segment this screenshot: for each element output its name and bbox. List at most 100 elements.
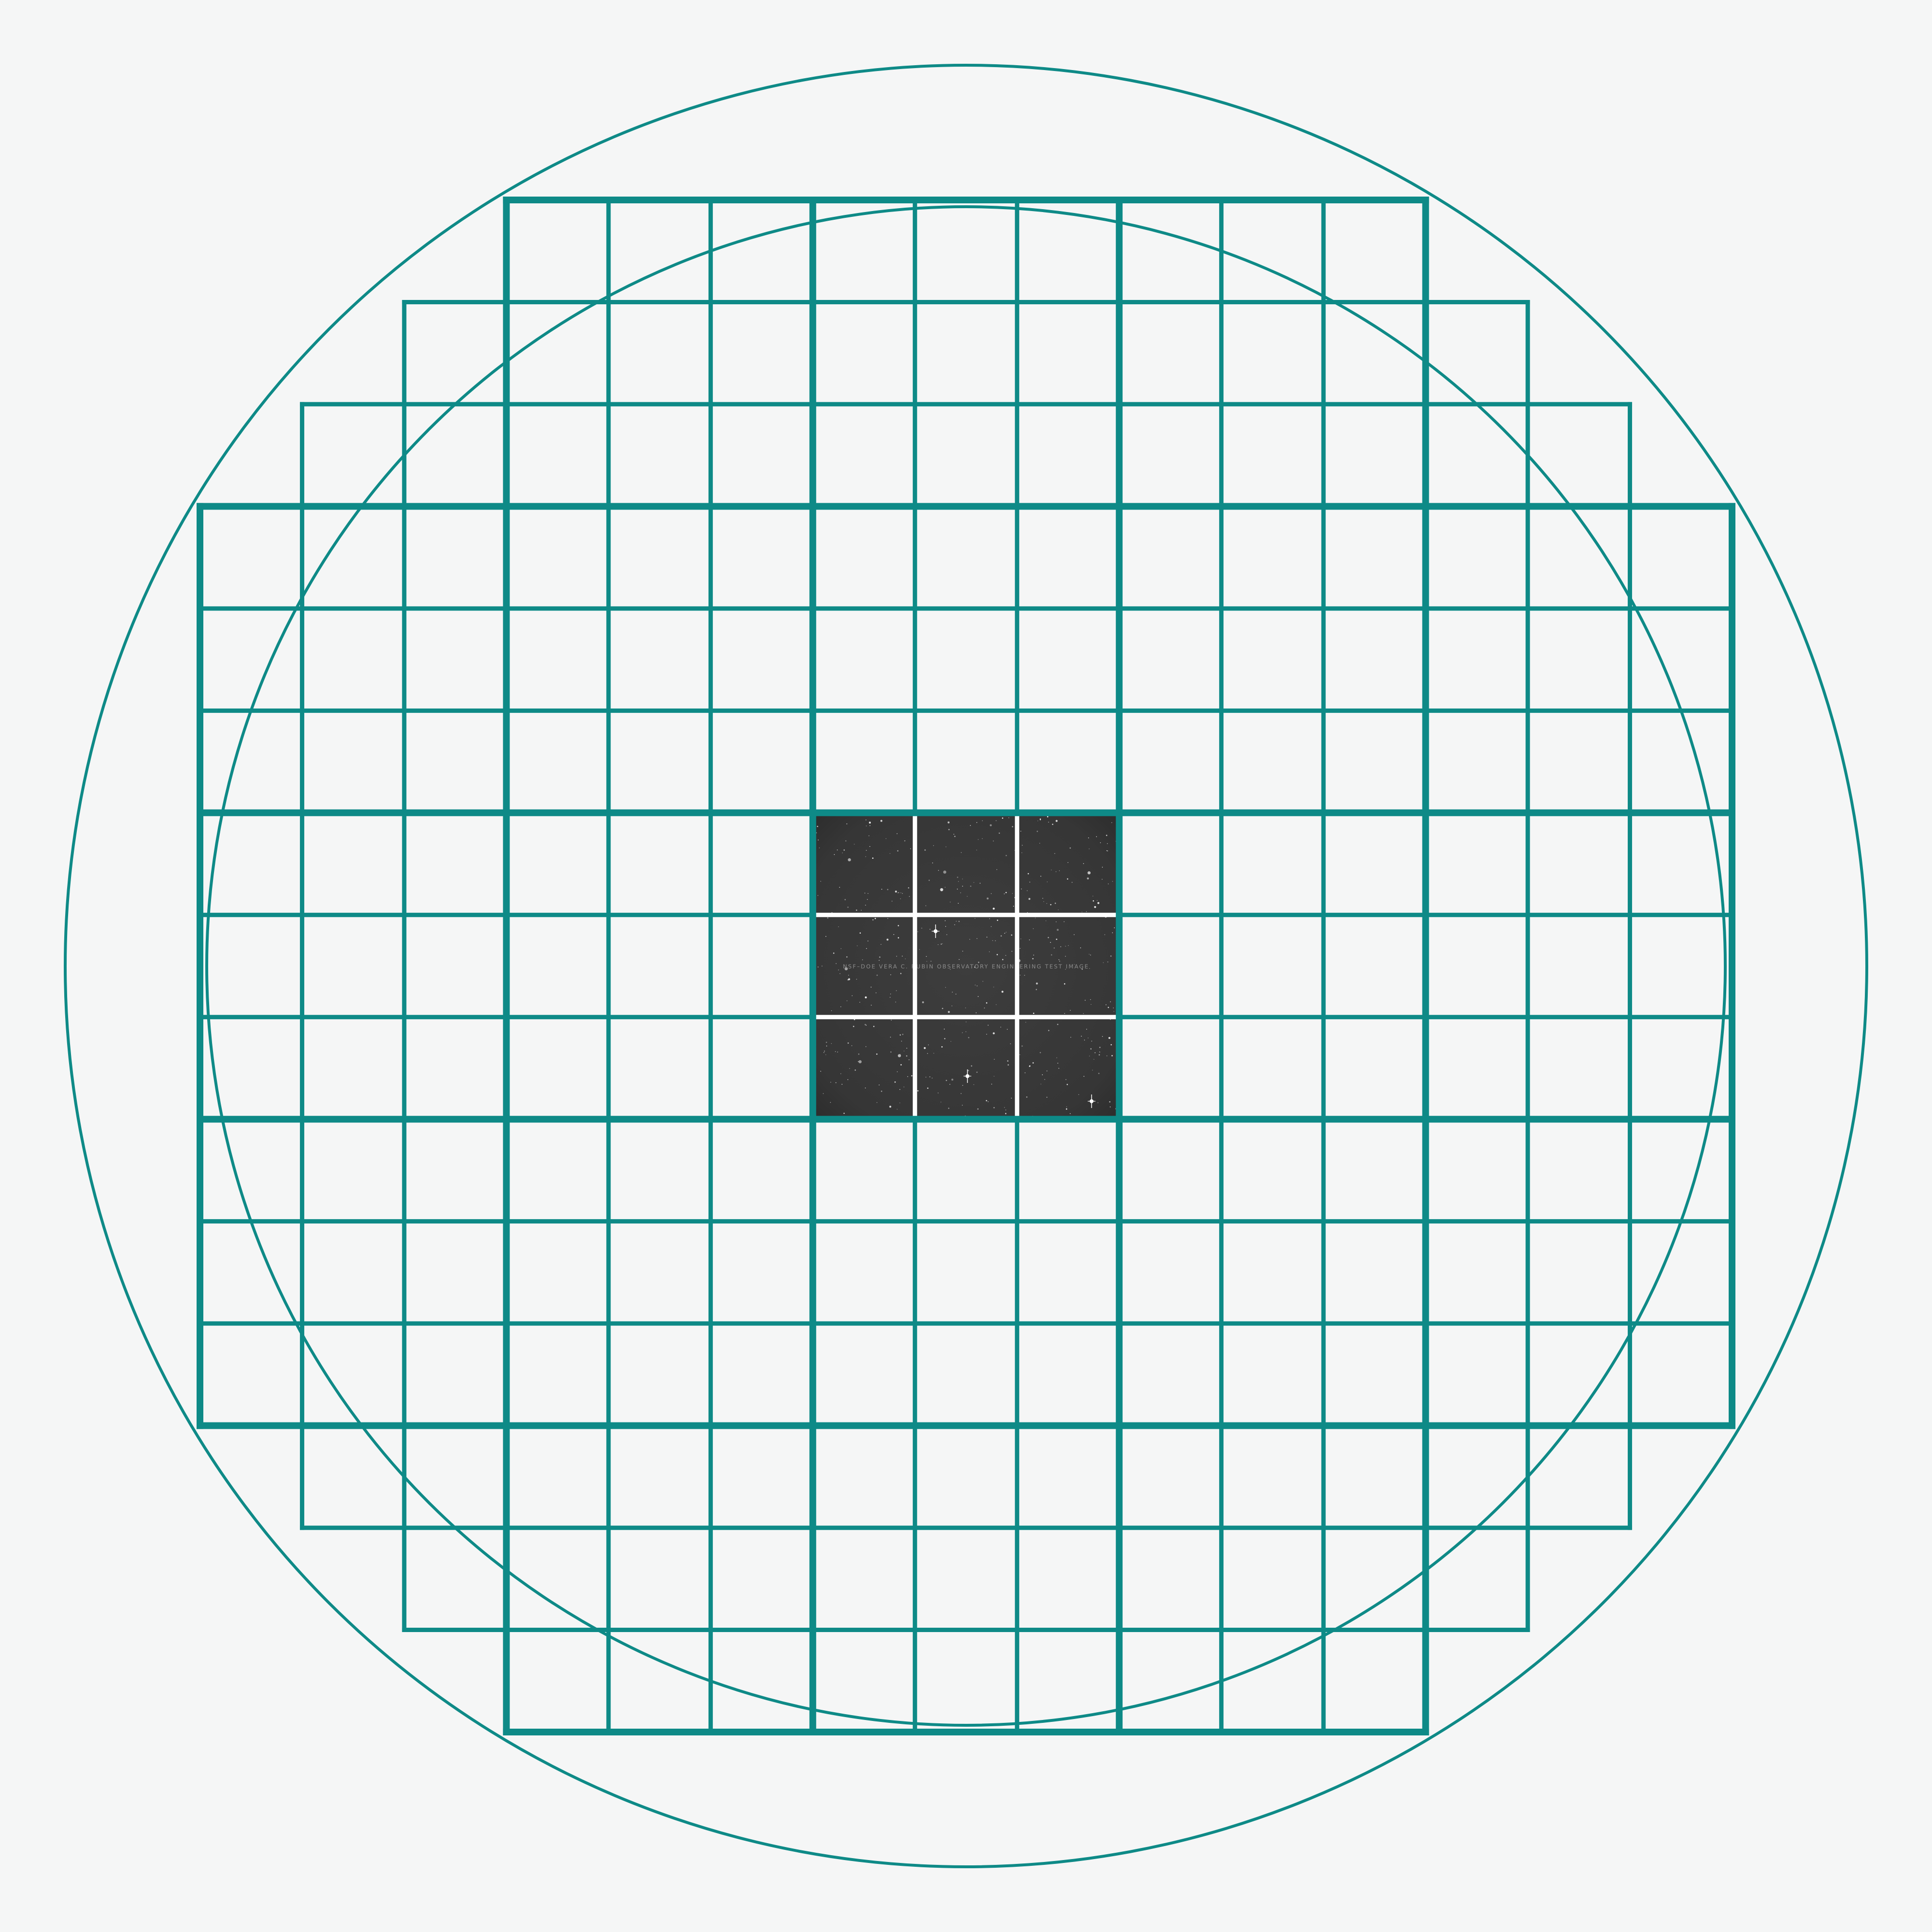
star xyxy=(852,995,853,996)
star xyxy=(988,1024,989,1026)
star xyxy=(1043,901,1044,902)
star xyxy=(944,1038,946,1039)
star xyxy=(836,963,837,964)
star xyxy=(1064,983,1065,985)
star xyxy=(925,905,926,907)
star xyxy=(842,852,843,853)
star xyxy=(1005,1113,1007,1114)
star xyxy=(976,822,978,823)
star xyxy=(998,832,1000,834)
star xyxy=(900,1054,901,1055)
star xyxy=(949,1084,951,1085)
star xyxy=(1046,1070,1048,1072)
star xyxy=(1011,951,1012,952)
star xyxy=(1057,1063,1058,1064)
star xyxy=(993,840,994,841)
star xyxy=(901,1040,902,1042)
star xyxy=(986,937,988,938)
star xyxy=(928,880,930,881)
star xyxy=(970,825,971,826)
star xyxy=(1087,871,1091,875)
star xyxy=(988,1101,989,1102)
star xyxy=(1098,1054,1100,1056)
star xyxy=(1037,820,1038,822)
star xyxy=(1021,852,1023,853)
star xyxy=(995,1004,997,1005)
star xyxy=(1042,898,1043,899)
star xyxy=(1100,842,1101,843)
star xyxy=(896,990,897,991)
star xyxy=(897,892,898,894)
star xyxy=(858,1053,860,1055)
star xyxy=(1046,1096,1048,1098)
star xyxy=(906,1048,908,1049)
star xyxy=(1090,954,1091,956)
star xyxy=(1029,939,1030,940)
star xyxy=(948,1108,950,1109)
star xyxy=(1040,1083,1041,1085)
star xyxy=(945,846,947,848)
star xyxy=(839,973,840,974)
star xyxy=(1024,975,1025,976)
star xyxy=(976,1012,977,1013)
star xyxy=(895,890,897,893)
star xyxy=(827,917,829,919)
star xyxy=(905,958,906,959)
star xyxy=(982,820,983,822)
star xyxy=(929,1076,930,1078)
star xyxy=(1028,898,1031,900)
star xyxy=(986,897,989,900)
star xyxy=(837,849,838,851)
star xyxy=(1088,1037,1089,1038)
star xyxy=(899,1089,900,1090)
star xyxy=(1033,1012,1035,1014)
star xyxy=(848,858,851,862)
star xyxy=(945,926,946,927)
star xyxy=(1036,989,1037,990)
star xyxy=(921,927,923,929)
star xyxy=(981,838,983,839)
star xyxy=(1102,1036,1103,1037)
star xyxy=(986,1034,987,1035)
star xyxy=(896,1108,898,1110)
star xyxy=(816,832,817,834)
star xyxy=(962,1105,963,1106)
star xyxy=(1065,946,1066,947)
star xyxy=(1078,1094,1080,1095)
star xyxy=(862,959,863,960)
star xyxy=(926,956,927,957)
star xyxy=(817,895,819,896)
star xyxy=(986,1100,987,1102)
star xyxy=(906,1055,908,1057)
star xyxy=(900,892,901,894)
star xyxy=(831,1043,832,1044)
outer-field-circle xyxy=(64,64,1868,1868)
star xyxy=(1048,937,1049,938)
star xyxy=(820,881,821,882)
star xyxy=(841,1084,843,1085)
star xyxy=(926,961,927,962)
star xyxy=(844,967,848,970)
star xyxy=(1053,947,1055,949)
star xyxy=(1007,1029,1008,1030)
star xyxy=(1099,1051,1100,1052)
star xyxy=(1089,848,1090,850)
star xyxy=(946,1080,947,1081)
star xyxy=(995,940,996,941)
star xyxy=(1068,945,1069,946)
star xyxy=(958,903,959,904)
star xyxy=(861,909,862,911)
star xyxy=(1069,1113,1071,1114)
star xyxy=(837,1051,838,1052)
star xyxy=(838,926,839,927)
star xyxy=(954,924,955,925)
star xyxy=(1040,876,1041,877)
star xyxy=(924,849,926,851)
star xyxy=(1042,1074,1043,1075)
star xyxy=(1091,1004,1092,1005)
star xyxy=(823,1093,824,1094)
star xyxy=(897,1054,901,1057)
star xyxy=(1033,954,1034,956)
star xyxy=(1066,1106,1067,1108)
star xyxy=(866,825,867,826)
